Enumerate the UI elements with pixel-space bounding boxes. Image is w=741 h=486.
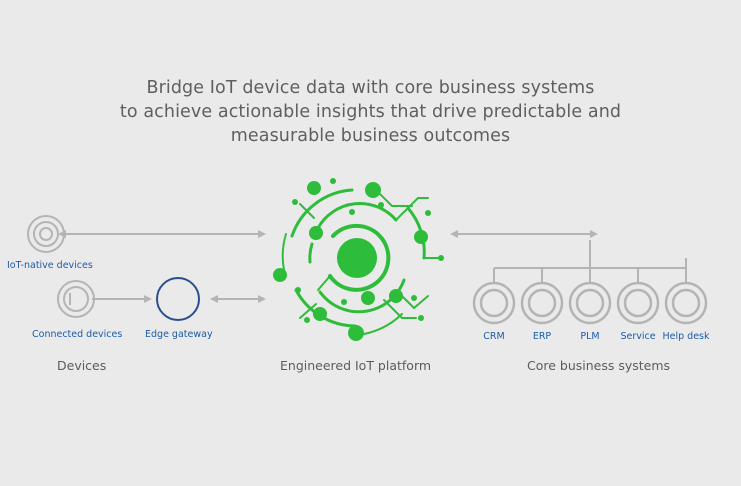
system-ring-icon (520, 281, 564, 325)
system-node-crm: CRM (472, 281, 516, 342)
platform-circuit-icon (273, 178, 444, 341)
system-node-help-desk: Help desk (662, 281, 710, 342)
headline-line-1: Bridge IoT device data with core busines… (146, 78, 595, 98)
edge-gateway-label: Edge gateway (145, 329, 213, 340)
iot-native-device-icon (27, 215, 65, 253)
business-section-label: Core business systems (527, 358, 670, 373)
iot-native-devices-label: IoT-native devices (7, 260, 93, 271)
system-ring-icon (568, 281, 612, 325)
headline-line-2: to achieve actionable insights that driv… (119, 102, 622, 122)
business-tree-connector (493, 240, 687, 283)
business-systems: CRM ERP PLM Service Help desk (472, 281, 710, 342)
system-label: CRM (483, 331, 504, 342)
system-label: PLM (580, 331, 599, 342)
system-ring-icon (472, 281, 516, 325)
headline: Bridge IoT device data with core busines… (0, 76, 741, 148)
system-node-service: Service (616, 281, 660, 342)
system-node-plm: PLM (568, 281, 612, 342)
devices-section-label: Devices (57, 358, 106, 373)
headline-line-3: measurable business outcomes (230, 126, 511, 146)
platform-section-label: Engineered IoT platform (280, 358, 431, 373)
system-node-erp: ERP (520, 281, 564, 342)
edge-gateway-icon (156, 277, 200, 321)
system-label: Service (620, 331, 655, 342)
system-label: Help desk (662, 331, 710, 342)
connected-devices-label: Connected devices (32, 329, 122, 340)
system-ring-icon (664, 281, 708, 325)
system-ring-icon (616, 281, 660, 325)
system-label: ERP (533, 331, 552, 342)
connected-device-icon (57, 280, 95, 318)
